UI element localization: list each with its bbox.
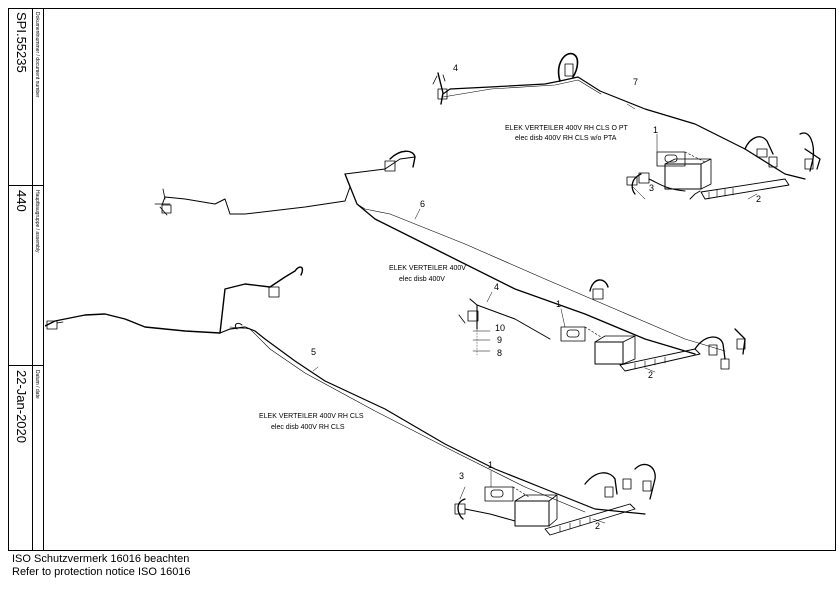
callout-4-top: 4 — [453, 63, 458, 73]
title-block: Dokumentnummer / document number SPI.552… — [8, 8, 44, 551]
drawing-frame — [8, 8, 836, 551]
assembly-label: Hauptbaugruppe / assembly — [34, 190, 40, 253]
document-number-label: Dokumentnummer / document number — [34, 12, 40, 98]
callout-9: 9 — [497, 335, 502, 345]
callout-2-bottom: 2 — [595, 521, 600, 531]
date-value: 22-Jan-2020 — [14, 370, 29, 443]
protection-notice-en: Refer to protection notice ISO 16016 — [12, 566, 191, 578]
harness-assembly-6 — [154, 150, 746, 373]
callout-6: 6 — [420, 199, 425, 209]
wiring-harness-drawing: ELEK VERTEILER 400V RH CLS O PT elec dis… — [45, 52, 821, 536]
harness-assembly-7 — [432, 52, 821, 200]
protection-notice: ISO Schutzvermerk 16016 beachten Refer t… — [12, 553, 191, 579]
document-number-cell: Dokumentnummer / document number SPI.552… — [8, 8, 44, 186]
callout-3-bottom: 3 — [459, 471, 464, 481]
callout-7: 7 — [633, 77, 638, 87]
assembly-7-label-de: ELEK VERTEILER 400V RH CLS O PT — [505, 125, 629, 132]
callout-2-top: 2 — [756, 194, 761, 204]
document-number: SPI.55235 — [14, 12, 29, 73]
callout-3-top: 3 — [649, 183, 654, 193]
assembly-number: 440 — [14, 190, 29, 212]
callout-1-top: 1 — [653, 125, 658, 135]
callout-5: 5 — [311, 347, 316, 357]
assembly-cell: Hauptbaugruppe / assembly 440 — [8, 186, 44, 366]
assembly-5-label-en: elec disb 400V RH CLS — [271, 424, 345, 431]
harness-assembly-5 — [45, 266, 656, 536]
callout-8: 8 — [497, 348, 502, 358]
date-label: Datum / date — [34, 370, 40, 399]
assembly-5-label-de: ELEK VERTEILER 400V RH CLS — [259, 413, 364, 420]
assembly-6-label-en: elec disb 400V — [399, 276, 445, 283]
callout-4-middle: 4 — [494, 282, 499, 292]
callout-1-bottom: 1 — [488, 460, 493, 470]
callout-2-middle: 2 — [648, 370, 653, 380]
callout-10: 10 — [495, 323, 505, 333]
date-cell: Datum / date 22-Jan-2020 — [8, 366, 44, 551]
protection-notice-de: ISO Schutzvermerk 16016 beachten — [12, 553, 190, 565]
assembly-6-label-de: ELEK VERTEILER 400V — [389, 265, 466, 272]
assembly-7-label-en: elec disb 400V RH CLS w/o PTA — [515, 135, 617, 142]
callout-1-middle: 1 — [556, 299, 561, 309]
